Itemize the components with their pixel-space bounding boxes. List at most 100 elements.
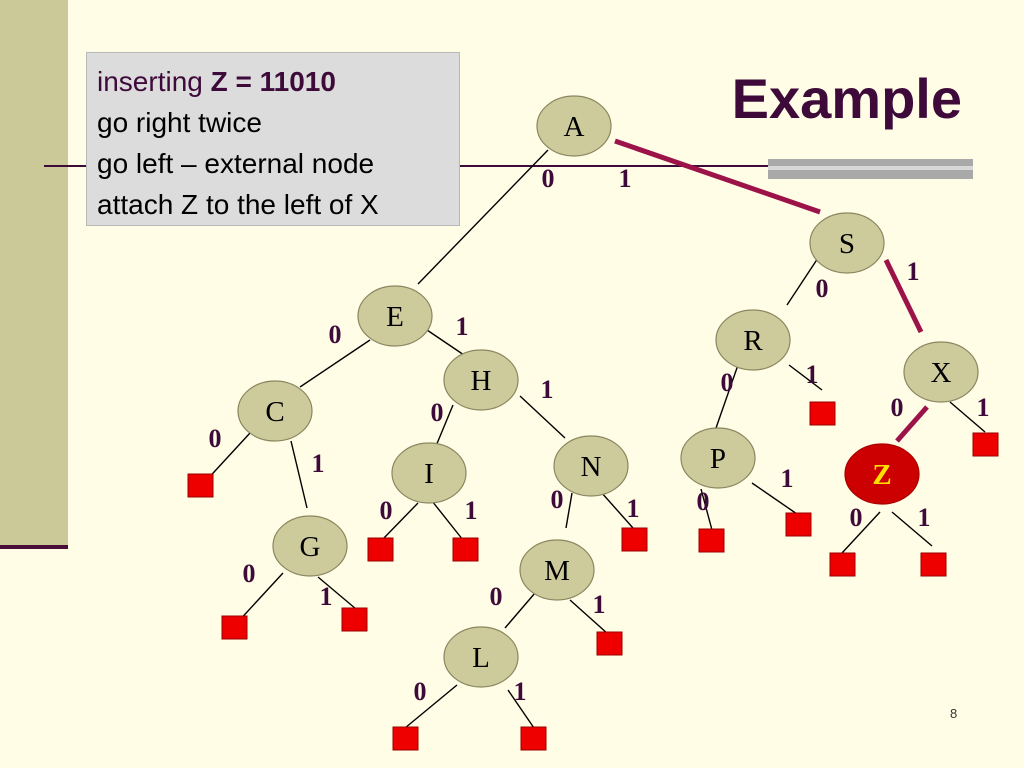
node-label: A	[564, 111, 585, 143]
page-number: 8	[950, 706, 958, 721]
slide-title: Example	[731, 67, 962, 130]
insertion-callout: inserting Z = 11010 go right twice go le…	[86, 52, 460, 226]
external-nodes	[187, 401, 999, 751]
branch-label: 1	[456, 312, 469, 341]
branch-label: 1	[977, 393, 990, 422]
tree-node-r: R	[715, 309, 791, 371]
edge-m-ext1	[569, 599, 609, 635]
edge-l-ext0	[404, 684, 458, 729]
branch-label: 1	[593, 590, 606, 619]
node-circle	[809, 212, 885, 274]
edge-r-p	[715, 364, 739, 429]
left-band-underline	[0, 545, 68, 549]
tree-edges	[202, 149, 986, 729]
edge-s-r	[786, 257, 819, 306]
node-circle	[536, 95, 612, 157]
node-label: L	[472, 642, 490, 674]
node-label: G	[300, 531, 321, 563]
branch-label: 0	[209, 424, 222, 453]
node-circle	[553, 435, 629, 497]
node-circle	[715, 309, 791, 371]
branch-label: 1	[541, 375, 554, 404]
branch-label: 0	[850, 503, 863, 532]
external-node	[829, 552, 856, 577]
edge-x-ext1	[949, 401, 986, 433]
external-node	[187, 473, 214, 498]
node-circle	[443, 349, 519, 411]
edge-p-ext0	[700, 488, 713, 531]
branch-label: 1	[320, 582, 333, 611]
callout-line-2: go right twice	[97, 107, 262, 138]
tree-node-e: E	[357, 285, 433, 347]
node-label: E	[386, 301, 404, 333]
external-node	[596, 631, 623, 656]
edge-e-c	[299, 339, 371, 388]
edge-g-ext1	[317, 576, 357, 610]
path-s-x	[883, 258, 924, 334]
external-node	[392, 726, 419, 751]
branch-label: 1	[781, 464, 794, 493]
branch-label: 1	[907, 257, 920, 286]
branch-label: 0	[490, 582, 503, 611]
branch-label: 1	[312, 449, 325, 478]
branch-label: 1	[514, 677, 527, 706]
edge-h-n	[519, 395, 566, 439]
edge-n-m	[565, 492, 573, 529]
external-node	[972, 432, 999, 457]
edge-h-i	[435, 404, 454, 447]
node-label: H	[471, 365, 492, 397]
branch-label: 0	[816, 274, 829, 303]
tree-node-n: N	[553, 435, 629, 497]
tree-node-x: X	[903, 341, 979, 403]
branch-label: 1	[627, 494, 640, 523]
tree-node-m: M	[519, 539, 595, 601]
tree-node-l: L	[443, 626, 519, 688]
node-circle	[391, 442, 467, 504]
title-rule-bar-stripe	[768, 166, 973, 170]
node-circle	[272, 515, 348, 577]
external-node	[452, 537, 479, 562]
edge-e-h	[426, 329, 465, 356]
node-circle	[237, 380, 313, 442]
branch-label: 1	[806, 360, 819, 389]
external-node	[809, 401, 836, 426]
node-circle	[519, 539, 595, 601]
callout-line-3: go left – external node	[97, 148, 375, 179]
callout-key: Z = 11010	[210, 66, 336, 97]
external-node	[221, 615, 248, 640]
search-path	[614, 138, 929, 443]
edge-l-ext1	[507, 689, 535, 729]
internal-nodes: A S E R X C H P Z G I NM L	[237, 95, 979, 688]
branch-label: 1	[918, 503, 931, 532]
branch-label: 0	[431, 398, 444, 427]
tree-node-g: G	[272, 515, 348, 577]
callout-line-1: inserting Z = 11010	[97, 61, 449, 102]
branch-label: 0	[414, 677, 427, 706]
external-node	[920, 552, 947, 577]
edge-i-ext1	[431, 500, 464, 541]
node-label: I	[424, 458, 434, 490]
edge-p-ext1	[751, 482, 798, 515]
external-node	[520, 726, 547, 751]
edge-m-l	[504, 592, 536, 629]
branch-label: 0	[891, 393, 904, 422]
branch-label: 0	[329, 320, 342, 349]
external-node	[621, 527, 648, 552]
node-circle	[903, 341, 979, 403]
node-label: S	[839, 228, 855, 260]
branch-label: 0	[380, 496, 393, 525]
node-circle	[357, 285, 433, 347]
tree-node-s: S	[809, 212, 885, 274]
left-decorative-band	[0, 0, 68, 545]
node-label: P	[710, 443, 726, 475]
node-label: R	[743, 325, 763, 357]
branch-label: 0	[551, 485, 564, 514]
node-label: C	[265, 396, 284, 428]
branch-label: 0	[697, 487, 710, 516]
node-label: Z	[872, 459, 891, 491]
tree-node-a: A	[536, 95, 612, 157]
branch-label: 1	[465, 496, 478, 525]
edge-z-ext0	[841, 511, 881, 554]
